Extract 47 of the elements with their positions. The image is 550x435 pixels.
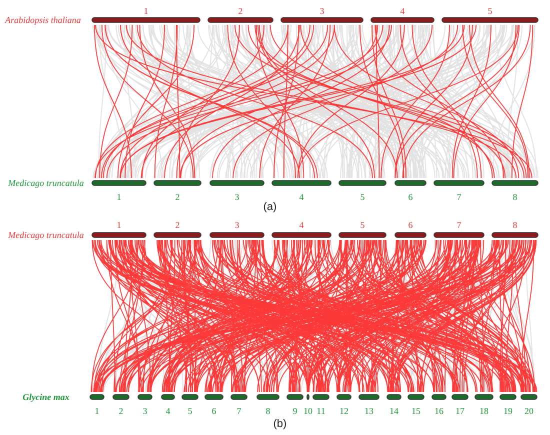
chromosome-number: 1 xyxy=(144,6,148,16)
chromosome-number: 12 xyxy=(340,406,348,416)
chromosome-number: 10 xyxy=(304,406,312,416)
chromosome-number: 16 xyxy=(434,406,444,416)
chromosome-number: 5 xyxy=(360,220,365,230)
chromosome-number: 8 xyxy=(512,220,518,230)
chromosome-number: 14 xyxy=(390,406,398,416)
chromosome-number: 4 xyxy=(400,6,405,16)
chromosome-number: 7 xyxy=(236,406,242,416)
chromosome-number: 3 xyxy=(142,406,148,416)
chromosome-number: 19 xyxy=(504,406,512,416)
chromosome-number: 15 xyxy=(412,406,420,416)
chromosome-number: 3 xyxy=(234,220,240,230)
chromosome-number: 4 xyxy=(299,192,304,202)
species-label: Medicago truncatula xyxy=(8,230,84,240)
panel-label: (b) xyxy=(273,419,287,429)
chromosome-number: 8 xyxy=(512,192,518,202)
chromosome-number: 7 xyxy=(456,192,462,202)
chromosome-number: 6 xyxy=(408,220,413,230)
chromosome-number: 17 xyxy=(456,406,464,416)
chromosome-number: 5 xyxy=(188,406,192,416)
panel-label: (a) xyxy=(263,202,277,212)
chromosome-number: 9 xyxy=(292,406,298,416)
chromosome-number: 4 xyxy=(166,406,170,416)
chromosome-number: 8 xyxy=(266,406,270,416)
chromosome-number: 2 xyxy=(175,192,180,202)
species-label: Arabidopsis thaliana xyxy=(5,15,81,25)
chromosome-number: 5 xyxy=(360,192,365,202)
species-label: Glycine max xyxy=(22,392,70,402)
chromosome-number: 4 xyxy=(299,220,304,230)
chromosome-number: 5 xyxy=(488,6,492,16)
chromosome-number: 6 xyxy=(212,406,216,416)
chromosome-number: 7 xyxy=(456,220,462,230)
chromosome-number: 3 xyxy=(320,6,324,16)
chromosome-number: 6 xyxy=(408,192,413,202)
chromosome-number: 1 xyxy=(116,220,122,230)
chromosome-number: 11 xyxy=(316,406,326,416)
chromosome-number: 3 xyxy=(234,192,240,202)
chromosome-number: 1 xyxy=(94,406,100,416)
chromosome-number: 1 xyxy=(116,192,122,202)
chromosome-number: 2 xyxy=(118,406,124,416)
chromosome-number: 18 xyxy=(480,406,488,416)
chromosome-number: 20 xyxy=(524,406,534,416)
chromosome-number: 2 xyxy=(238,6,243,16)
chromosome-number: 2 xyxy=(175,220,180,230)
chromosome-number: 13 xyxy=(364,406,374,416)
species-label: Medicago truncatula xyxy=(8,178,84,188)
